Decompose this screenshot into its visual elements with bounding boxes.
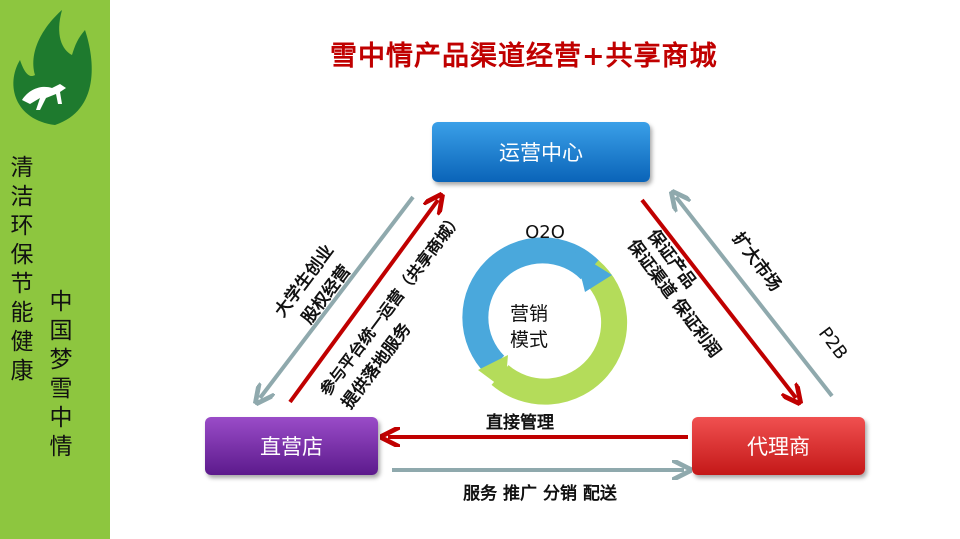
cycle-icon — [462, 237, 628, 405]
left-red-label-1: 参与平台统一运营（共享商城） — [316, 209, 466, 399]
agent-node: 代理商 — [692, 417, 865, 475]
arrow-ops-to-agent — [640, 198, 796, 398]
slogan-column-2: 中国梦雪中情 — [49, 289, 73, 460]
center-label-1: 营销 — [510, 303, 548, 325]
arrow-ops-to-store — [260, 195, 415, 398]
sidebar: 清洁环保节能健康 中国梦雪中情 — [0, 0, 110, 539]
right-gray-label-1: 扩大市场 — [728, 228, 786, 295]
ops-center-node: 运营中心 — [432, 122, 650, 182]
right-gray-label-2: P2B — [814, 323, 852, 363]
slogan-column-1: 清洁环保节能健康 — [10, 155, 34, 384]
direct-store-node: 直营店 — [205, 417, 378, 475]
arrow-store-to-ops — [288, 200, 438, 404]
bottom-red-label: 直接管理 — [486, 412, 554, 433]
page-title: 雪中情产品渠道经营+共享商城 — [330, 41, 718, 72]
center-label-2: 模式 — [510, 329, 548, 351]
o2o-label: O2O — [525, 222, 565, 243]
arrow-agent-to-ops — [676, 197, 834, 398]
bottom-gray-label: 服务 推广 分销 配送 — [463, 483, 618, 504]
logo-icon — [13, 10, 92, 125]
